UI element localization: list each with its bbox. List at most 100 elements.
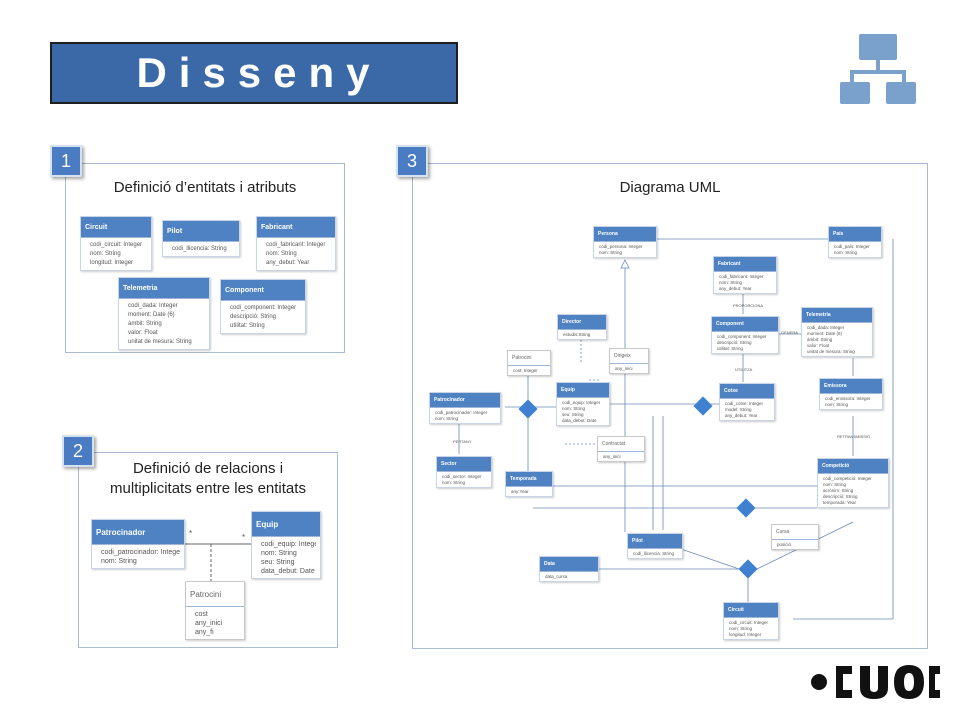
- entity-attr: moment: Date (6): [128, 312, 175, 318]
- label-pertany: PERTANY: [453, 439, 472, 444]
- uml-component-name: Component: [712, 317, 778, 331]
- uml-attr: seu: String: [562, 412, 584, 417]
- uml-director: Director estudis:String: [557, 314, 607, 340]
- uml-attr: any_debut: Year: [719, 286, 752, 291]
- relations-connectors: [185, 543, 251, 581]
- entities-panel: Definició d’entitats i atributs Circuit …: [65, 163, 345, 353]
- uml-attr: codi_sector: Integer: [442, 474, 482, 479]
- uml-sector: Sector codi_sector: Integer nom: String: [436, 456, 492, 488]
- uml-attr: nom: String: [823, 482, 847, 487]
- uml-attr: nom: String: [729, 626, 753, 631]
- entity-attr: nom: String: [266, 251, 297, 257]
- hierarchy-icon: [840, 34, 916, 104]
- entity-attr: unitat de mesura: String: [128, 339, 192, 345]
- uml-competicio-name: Competició: [818, 459, 888, 473]
- uml-patrocinador: Patrocinador codi_patrocinador: Integer …: [429, 392, 501, 424]
- uml-patrocinador-name: Patrocinador: [430, 393, 500, 407]
- relations-panel-title: Definició de relacions i multiplicitats …: [110, 460, 306, 497]
- uml-connectors: [458, 238, 894, 620]
- uml-telemetria: Telemetria codi_dada: Integer moment: Da…: [801, 307, 873, 357]
- uml-attr: nom: String: [442, 480, 466, 485]
- entity-attr: longitud: Integer: [90, 260, 134, 266]
- uml-attr: nom: String: [562, 406, 586, 411]
- uml-attr: any_inici: [603, 454, 621, 459]
- relation-equip: Equip codi_equip: Integer nom: String se…: [251, 511, 321, 579]
- entity-attr: descripció: String: [230, 314, 277, 320]
- entity-attr: valor: Float: [128, 330, 158, 336]
- relation-patrocini: Patrocini cost any_inici any_fi: [185, 581, 245, 640]
- relation-attr: any_inici: [195, 620, 223, 627]
- uml-temporada: Temporada any:Year: [505, 471, 553, 497]
- uml-sector-name: Sector: [437, 457, 491, 471]
- uml-attr: any:Year: [511, 489, 529, 494]
- badge-2: 2: [62, 435, 94, 467]
- uml-fabricant-name: Fabricant: [714, 257, 776, 271]
- entity-fabricant-name: Fabricant: [257, 217, 335, 237]
- uml-attr: cost: Integer: [513, 368, 538, 373]
- uml-data: Data data_cursa: [539, 556, 599, 582]
- uml-attr: utilitat: String: [717, 346, 744, 351]
- uml-attr: moment: Date (6): [807, 331, 843, 336]
- uml-attr: descripció: String: [717, 340, 752, 345]
- uml-attr: codi_dada: Integer: [807, 325, 845, 330]
- relation-patrocini-name: Patrocini: [186, 582, 244, 606]
- uml-pais: País codi_país: Integer nom: String: [828, 226, 882, 258]
- uml-attr: codi_fabricant: Integer: [719, 274, 764, 279]
- entities-panel-title: Definició d’entitats i atributs: [113, 179, 297, 196]
- uml-competicio: Competició codi_competició: Integer nom:…: [817, 458, 889, 508]
- entity-attr: codi_fabricant: Integer: [266, 242, 326, 248]
- relation-patrocinador: Patrocinador codi_patrocinador: Integer …: [91, 519, 185, 569]
- uml-attr: codi_cotxe: Integer: [725, 401, 764, 406]
- uml-attr: codi_competició: Integer: [823, 476, 872, 481]
- entity-fabricant: Fabricant codi_fabricant: Integer nom: S…: [256, 216, 336, 271]
- entity-attr: codi_component: Integer: [230, 305, 297, 311]
- relation-attr: cost: [195, 611, 208, 618]
- multiplicity-left: *: [189, 529, 193, 538]
- badge-1: 1: [50, 145, 82, 177]
- entity-telemetria-name: Telemetria: [119, 278, 209, 298]
- uml-cotxe: Cotxe codi_cotxe: Integer model: String …: [719, 383, 775, 421]
- uml-cursa-name: Cursa: [772, 525, 818, 539]
- uml-attr: any_inici: [615, 366, 633, 371]
- uml-attr: posició: [777, 542, 792, 547]
- entity-component: Component codi_component: Integer descri…: [220, 279, 306, 334]
- entity-attr: àmbit: String: [128, 321, 162, 327]
- uml-patrocini: Patrocini cost: Integer: [507, 350, 551, 376]
- uml-attr: codi_component: Integer: [717, 334, 767, 339]
- page-title: Disseny: [136, 49, 382, 96]
- uml-attr: codi_circuit: Integer: [729, 620, 769, 625]
- uoc-logo: [811, 665, 940, 699]
- relations-panel: Definició de relacions i multiplicitats …: [78, 452, 338, 648]
- uml-circuit-name: Circuit: [724, 603, 778, 617]
- uml-patrocini-name: Patrocini: [508, 351, 550, 365]
- entity-circuit: Circuit codi_circuit: Integer nom: Strin…: [80, 216, 152, 271]
- uml-circuit: Circuit codi_circuit: Integer nom: Strin…: [723, 602, 779, 640]
- uml-attr: longitud: Integer: [729, 632, 762, 637]
- uml-attr: codi_país: Integer: [834, 244, 870, 249]
- label-proporciona: PROPORCIONA: [733, 303, 764, 308]
- uml-attr: temporada: Year: [823, 500, 857, 505]
- entity-attr: codi_llicencia: String: [172, 246, 227, 252]
- label-genera: GENERA: [781, 330, 798, 335]
- uml-equip-name: Equip: [557, 383, 609, 397]
- relation-attr: nom: String: [101, 558, 137, 565]
- uml-attr: codi_emissora: Integer: [825, 396, 871, 401]
- entity-pilot: Pilot codi_llicencia: String: [162, 220, 240, 257]
- uml-attr: àmbit: String: [807, 337, 833, 342]
- relation-equip-name: Equip: [252, 512, 320, 536]
- uml-attr: model: String: [725, 407, 752, 412]
- uml-director-name: Director: [558, 315, 606, 329]
- label-retransmissio: RETRANSMISSIÓ: [837, 434, 871, 439]
- uml-attr: nom: String: [834, 250, 858, 255]
- relation-attr: codi_patrocinador: Integer: [101, 549, 180, 556]
- uml-attr: codi_equip: Integer: [562, 400, 601, 405]
- badge-3: 3: [396, 145, 428, 177]
- uml-attr: any_debut: Year: [725, 413, 758, 418]
- entity-attr: codi_circuit: Integer: [90, 242, 143, 248]
- entity-component-name: Component: [221, 280, 305, 300]
- uml-attr: unitat de mesura: String: [807, 349, 855, 354]
- uml-contractat: Contractat any_inici: [597, 436, 645, 462]
- uml-attr: codi_persona: Integer: [599, 244, 643, 249]
- entity-telemetria: Telemetria codi_dada: Integer moment: Da…: [118, 277, 210, 350]
- uml-dirigeix-name: Dirigeix: [610, 349, 648, 363]
